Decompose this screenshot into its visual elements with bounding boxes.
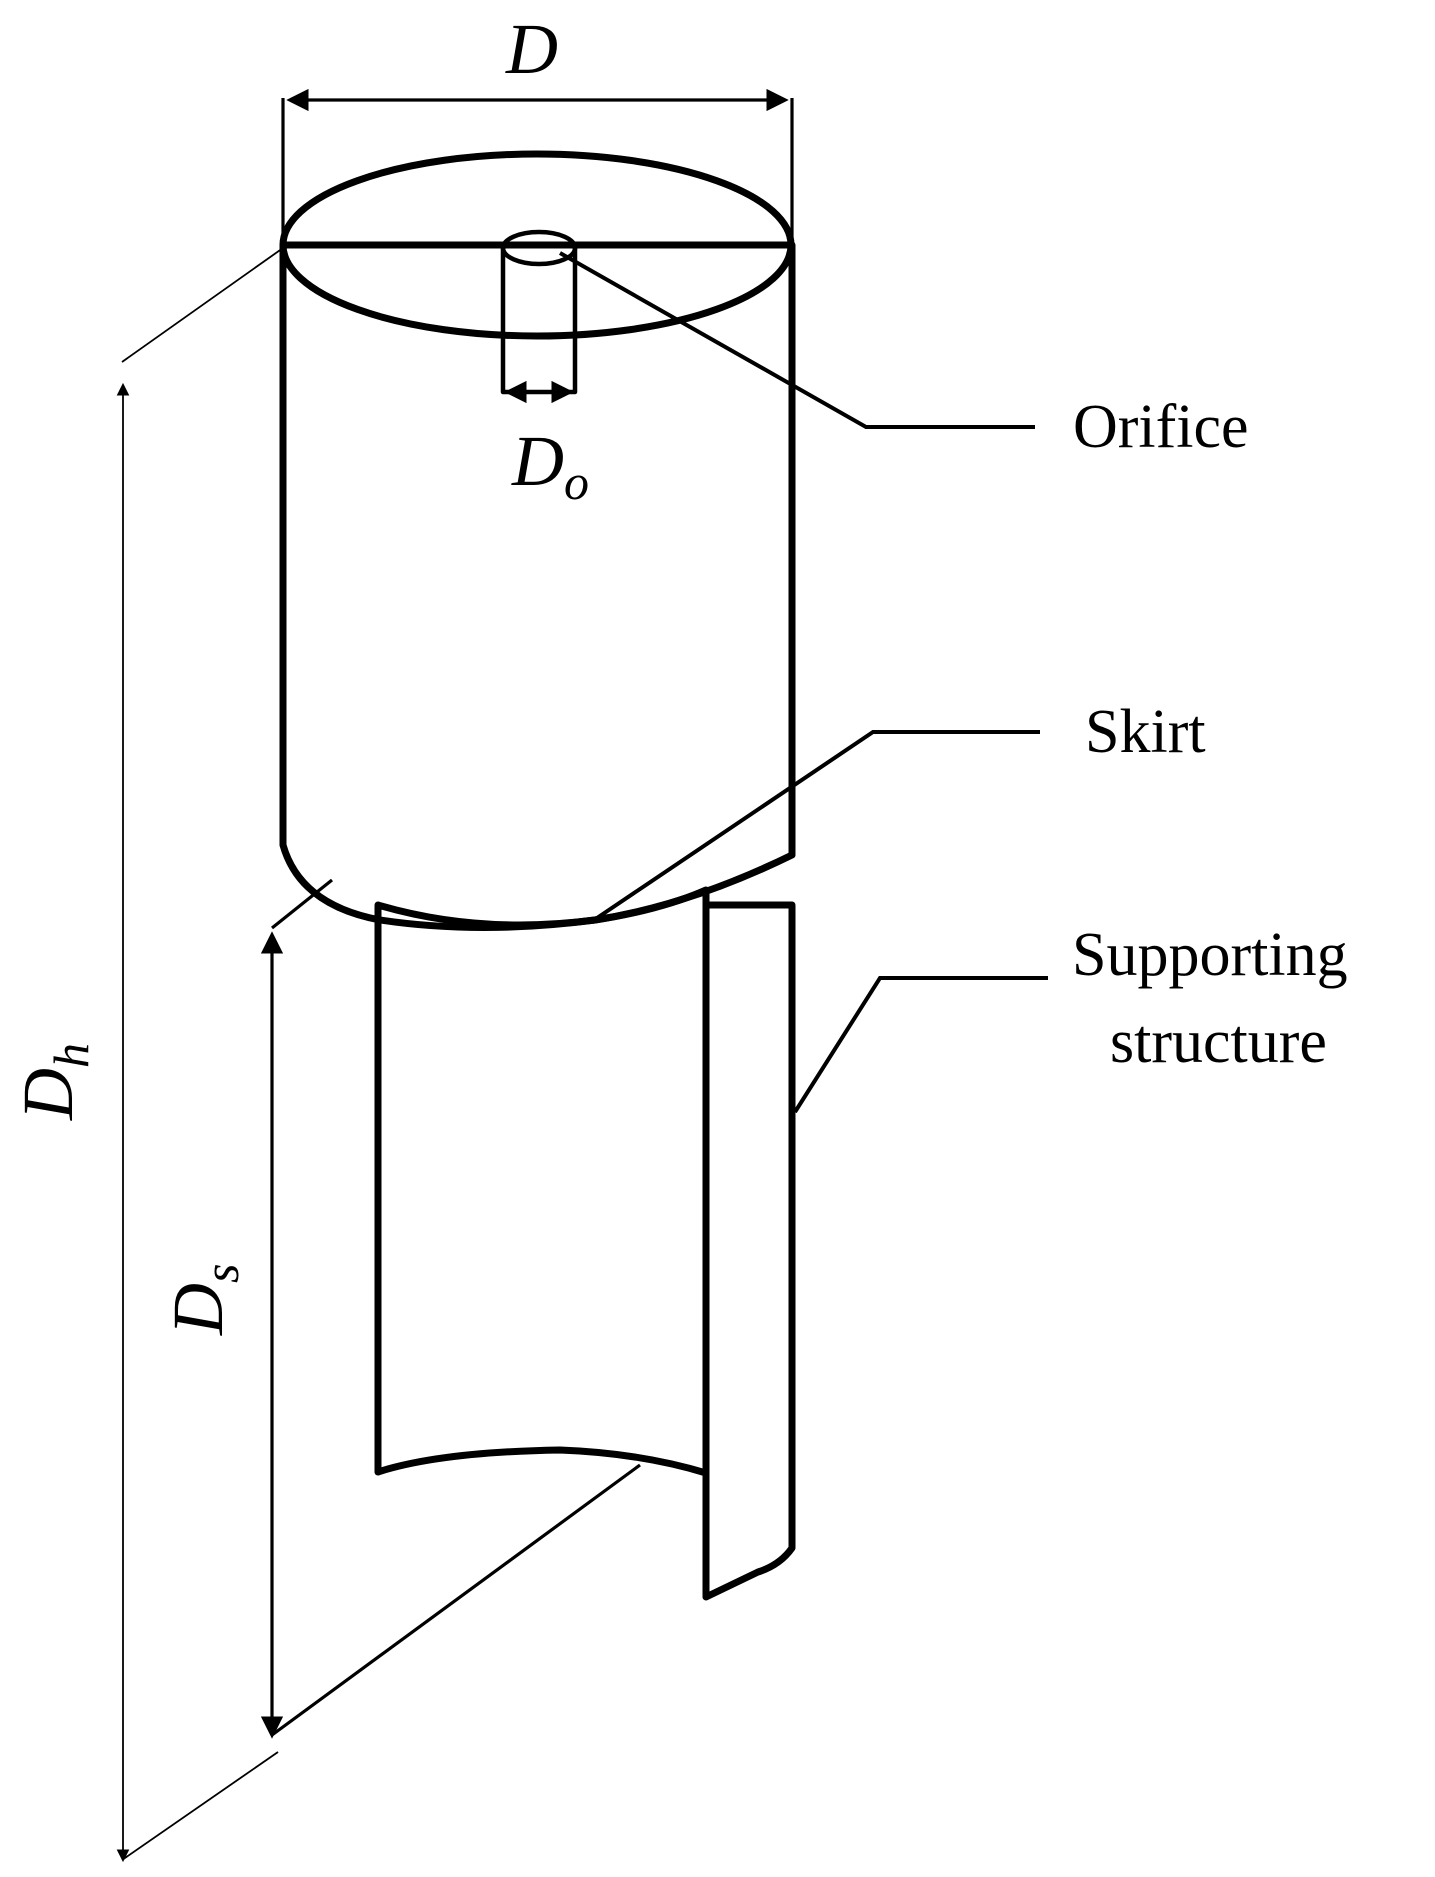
supporting-structure-label-line2: structure	[1110, 1008, 1327, 1076]
supporting-structure-strip	[702, 901, 796, 1601]
orifice-opening	[500, 229, 578, 267]
orifice-leader	[559, 251, 1035, 429]
orifice-label: Orifice	[1073, 393, 1249, 461]
skirt-height-extension-top	[271, 878, 333, 930]
height-extension-top	[121, 247, 284, 363]
cylinder-body	[279, 241, 796, 931]
orifice-tube	[500, 245, 578, 395]
skirt-label: Skirt	[1085, 698, 1206, 766]
skirt-height-extension-bottom	[271, 1463, 641, 1737]
height-label: Dh	[8, 1043, 99, 1121]
skirt-height-label: Ds	[158, 1264, 249, 1336]
diameter-label: D	[505, 9, 558, 89]
supporting-structure-label-line1: Supporting	[1072, 921, 1348, 989]
supporting-structure-leader	[793, 976, 1048, 1114]
skirt-leader	[595, 730, 1040, 920]
orifice-diameter-label: Do	[511, 421, 589, 510]
height-extension-bottom	[121, 1751, 279, 1861]
skirt-panel	[374, 886, 710, 1477]
